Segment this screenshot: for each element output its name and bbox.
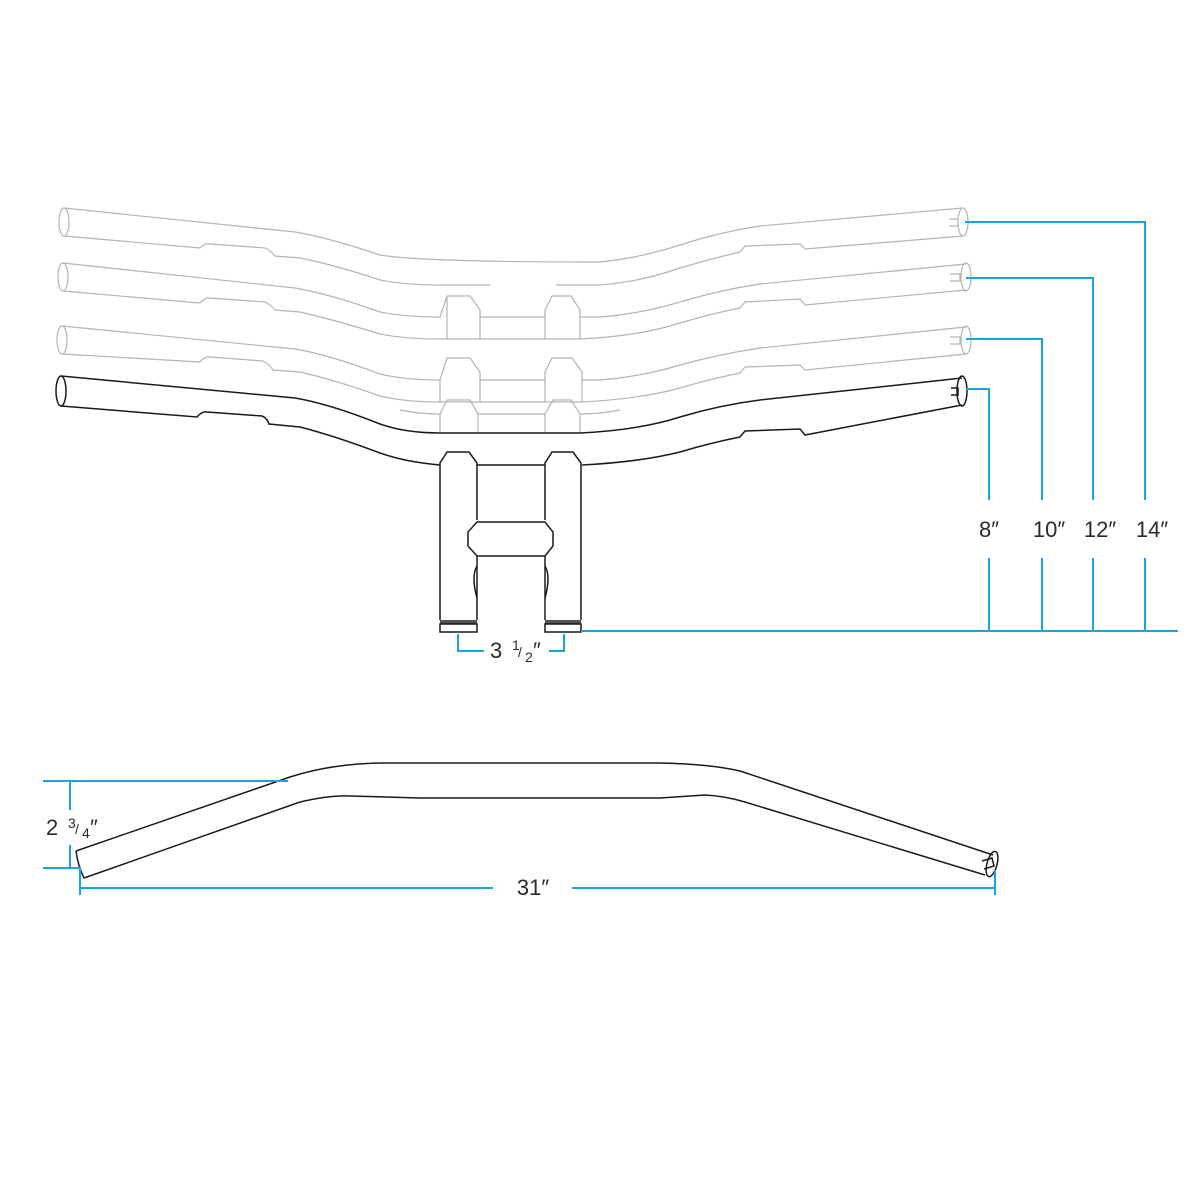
- pullback-dimension: [43, 780, 288, 869]
- ghost-bar-10in: [56, 325, 972, 403]
- active-bar-8in: [55, 375, 968, 633]
- rise-label-14in: 14″: [1136, 517, 1168, 542]
- rise-label-8in: 8″: [979, 517, 999, 542]
- ghost-bar-12in: [57, 262, 972, 340]
- width-label: 31″: [517, 875, 549, 900]
- top-view-bar: [75, 762, 999, 879]
- rise-label-10in: 10″: [1033, 517, 1065, 542]
- ghost-riser-tops: [399, 399, 621, 432]
- riser-spacing-dimension: [457, 634, 565, 652]
- riser-spacing-label: 3 1 / 2 ″: [490, 637, 541, 666]
- pullback-label: 2 3 / 4 ″: [46, 815, 98, 842]
- ghost-bar-14in: [58, 207, 969, 286]
- rise-dimension-lines: [581, 221, 1178, 632]
- width-dimension: [79, 868, 996, 895]
- rise-label-12in: 12″: [1084, 517, 1116, 542]
